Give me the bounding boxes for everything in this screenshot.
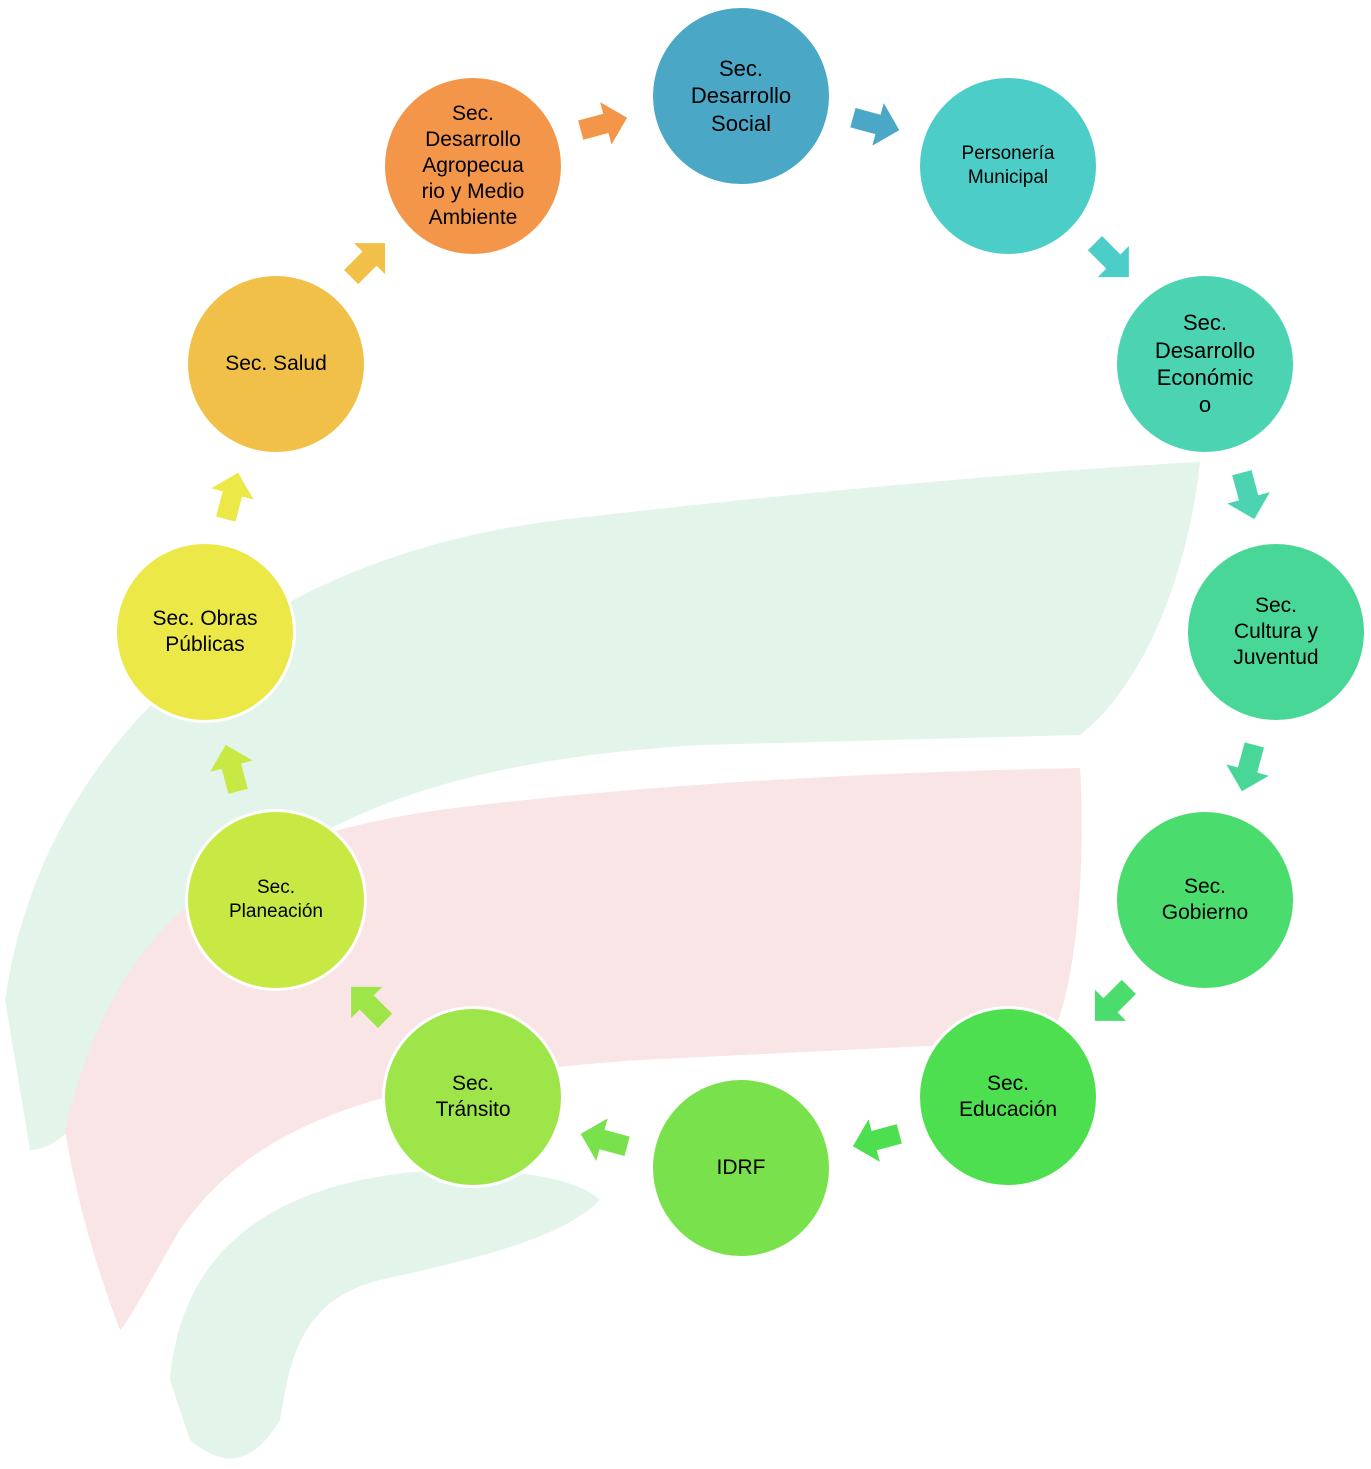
node-gobierno: Sec. Gobierno	[1114, 809, 1296, 991]
node-educacion: Sec. Educación	[917, 1006, 1099, 1188]
cycle-arrow	[344, 243, 386, 285]
arrow-shape	[351, 986, 393, 1028]
node-label: Sec. Desarrollo Social	[690, 56, 792, 136]
cycle-arrow	[580, 1118, 630, 1161]
cycle-arrow	[852, 1119, 902, 1162]
node-cultura-juventud: Sec. Cultura y Juventud	[1185, 541, 1367, 723]
node-label: Sec. Planeación	[228, 877, 324, 922]
node-idrf: IDRF	[650, 1077, 832, 1259]
node-label: Sec. Desarrollo Económic o	[1154, 310, 1256, 418]
arrow-shape	[580, 1118, 630, 1161]
cycle-arrow	[1226, 742, 1269, 792]
node-label: Sec. Desarrollo Agropecua rio y Medio Am…	[421, 101, 525, 230]
cycle-arrow	[351, 986, 393, 1028]
node-planeacion: Sec. Planeación	[185, 809, 367, 991]
node-label: Sec. Educación	[958, 1071, 1058, 1121]
node-label: Sec. Gobierno	[1161, 874, 1249, 924]
arrow-shape	[1094, 979, 1136, 1021]
cycle-arrow	[211, 472, 254, 522]
cycle-arrow	[1094, 979, 1136, 1021]
node-desarrollo-agropecuario: Sec. Desarrollo Agropecua rio y Medio Am…	[382, 75, 564, 257]
node-label: Sec. Salud	[225, 351, 327, 375]
node-transito: Sec. Tránsito	[382, 1006, 564, 1188]
arrow-shape	[850, 103, 900, 146]
cycle-arrow	[1087, 236, 1129, 278]
node-label: Personería Municipal	[961, 143, 1055, 188]
node-label: IDRF	[716, 1155, 766, 1179]
arrow-shape	[1226, 742, 1269, 792]
node-label: Sec. Obras Públicas	[152, 606, 258, 656]
arrow-shape	[210, 744, 253, 794]
node-obras-publicas: Sec. Obras Públicas	[114, 541, 296, 723]
cycle-arrow	[1227, 470, 1270, 520]
arrow-shape	[578, 102, 628, 145]
arrow-shape	[852, 1119, 902, 1162]
node-label: Sec. Tránsito	[435, 1071, 511, 1121]
node-salud: Sec. Salud	[185, 273, 367, 455]
cycle-arrow	[850, 103, 900, 146]
cycle-arrow	[578, 102, 628, 145]
cycle-arrow	[210, 744, 253, 794]
node-desarrollo-economico: Sec. Desarrollo Económic o	[1114, 273, 1296, 455]
node-desarrollo-social: Sec. Desarrollo Social	[650, 5, 832, 187]
arrow-shape	[1087, 236, 1129, 278]
watermark-green-tail	[170, 1169, 600, 1459]
watermark-green-band	[5, 462, 1200, 1150]
node-personeria-municipal: Personería Municipal	[917, 75, 1099, 257]
arrow-shape	[1227, 470, 1270, 520]
arrow-shape	[211, 472, 254, 522]
arrow-shape	[344, 243, 386, 285]
node-label: Sec. Cultura y Juventud	[1233, 593, 1319, 670]
